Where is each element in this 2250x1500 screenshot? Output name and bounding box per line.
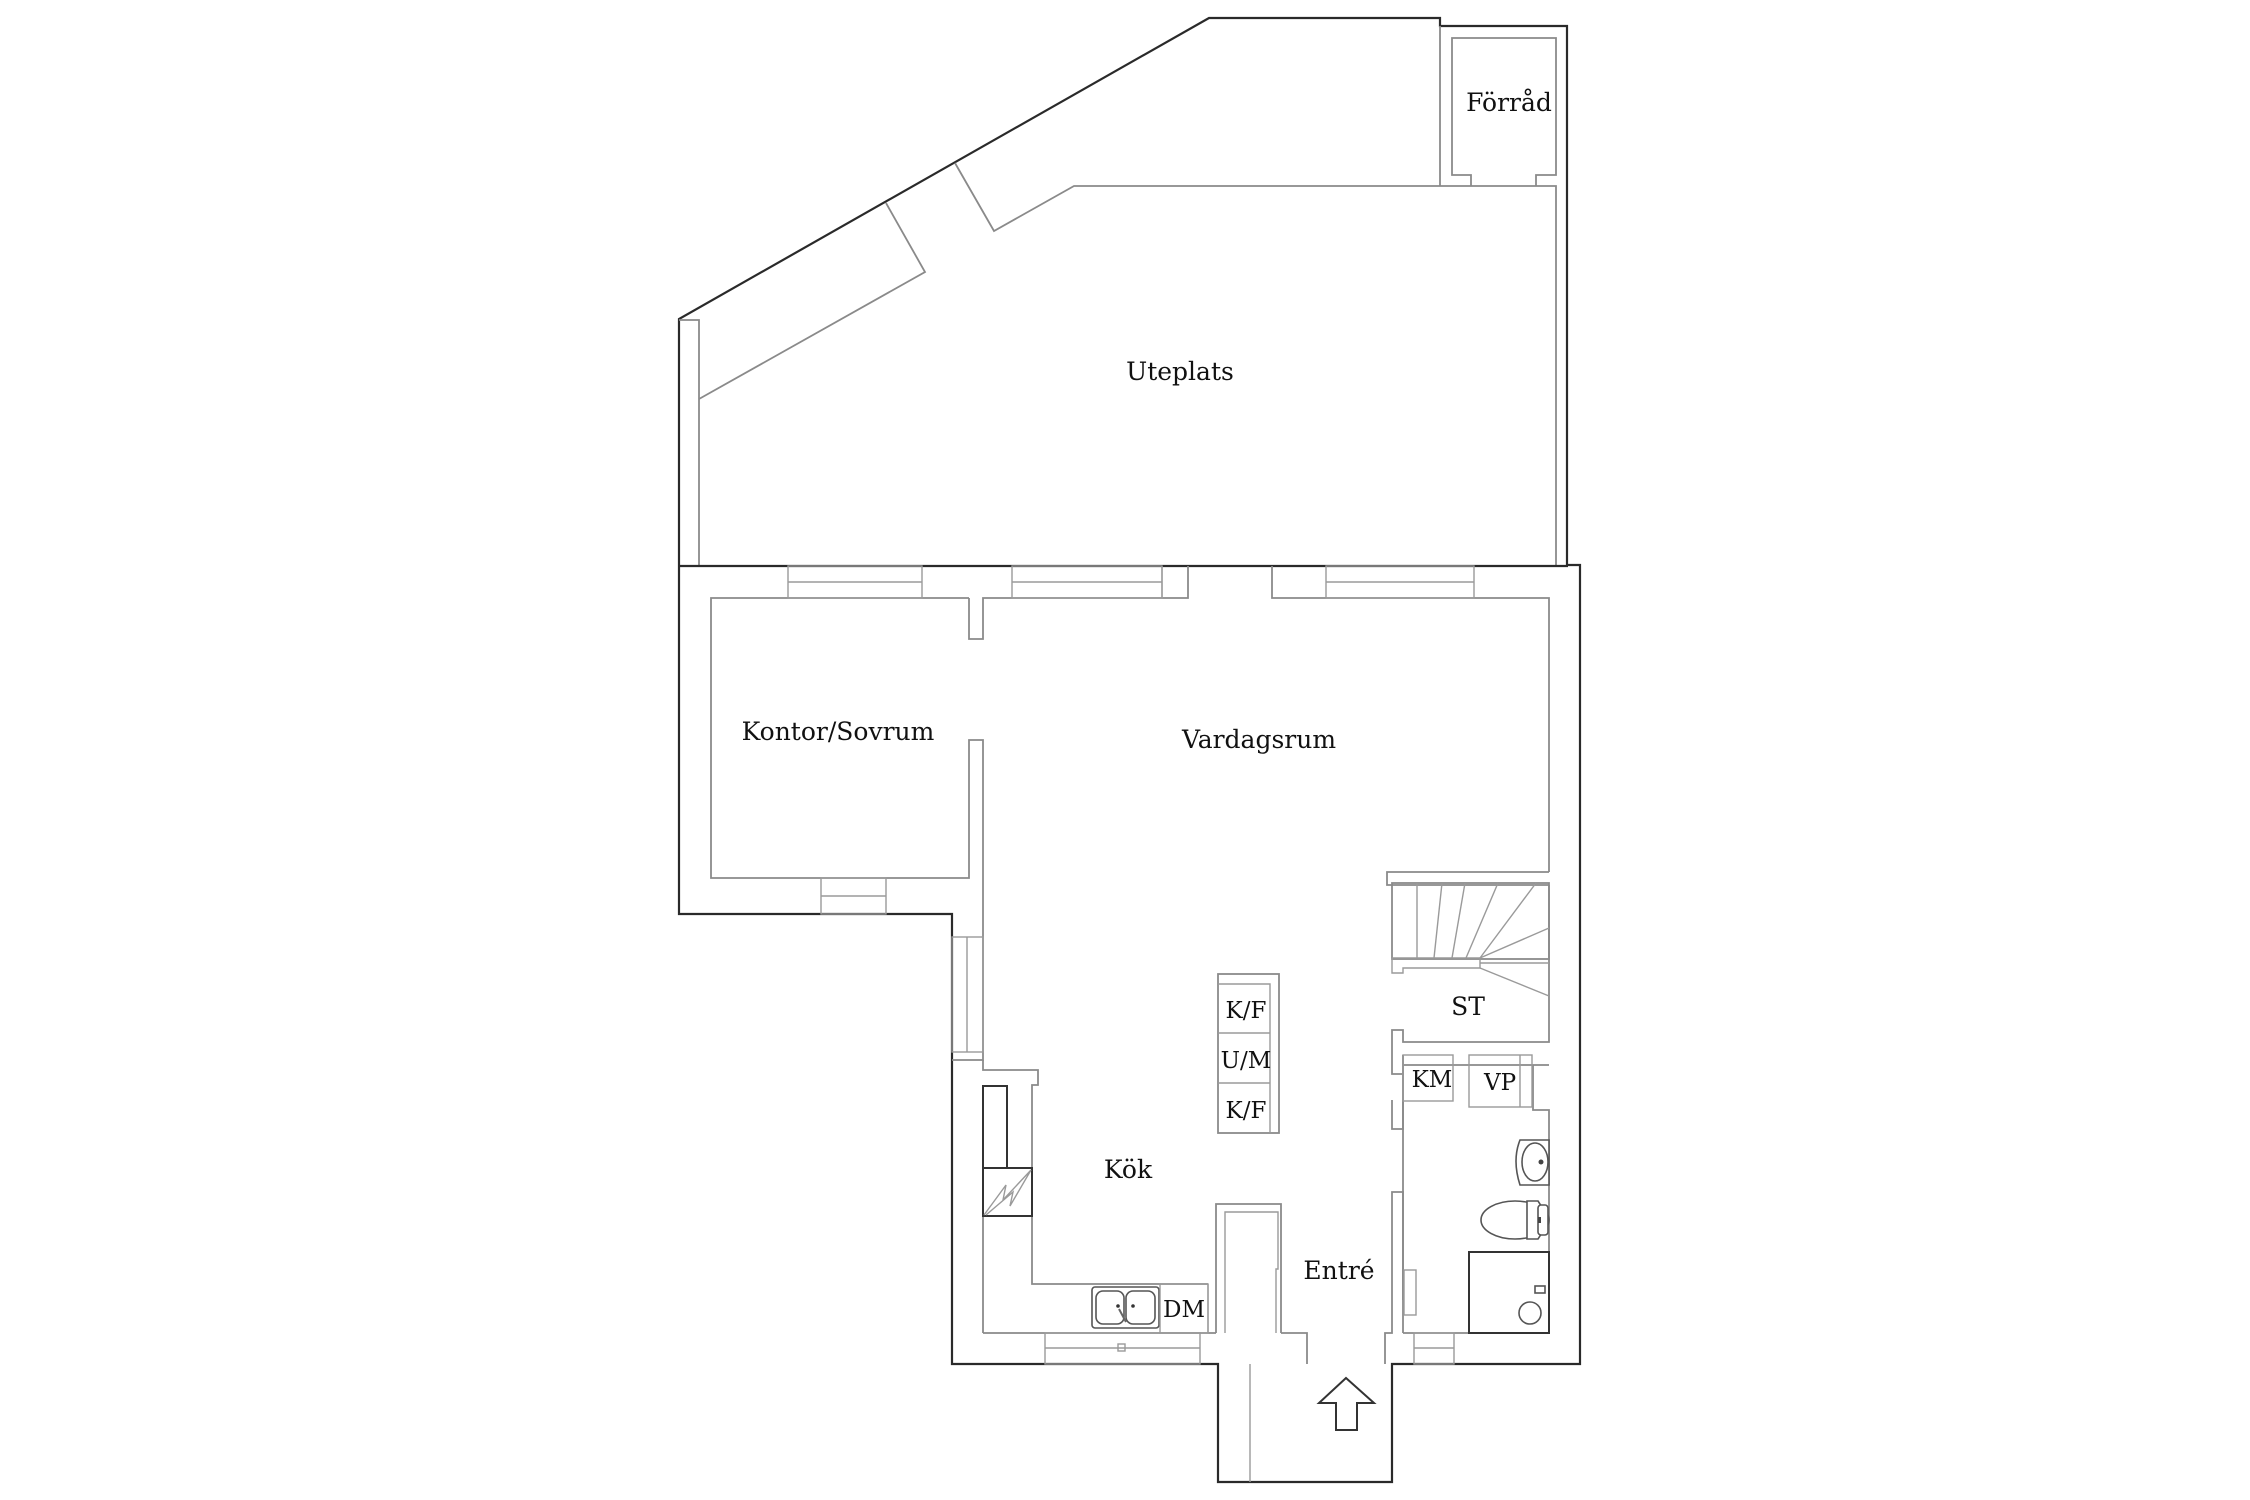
window-top-1 (787, 565, 923, 599)
window-kitchen-side (951, 936, 984, 1053)
house-walls (710, 565, 1550, 1482)
arrow-up-icon (1316, 1376, 1377, 1431)
window-kitchen-bottom (1044, 1332, 1201, 1365)
window-bathroom (1413, 1332, 1455, 1365)
window-kontor (820, 877, 887, 915)
wardrobe (1224, 1211, 1279, 1333)
room-label-entre: Entré (1303, 1256, 1374, 1285)
patio-outline (677, 16, 1582, 1484)
island-label-um: U/M (1221, 1048, 1272, 1074)
room-label-kok: Kök (1104, 1155, 1153, 1184)
room-label-kontor: Kontor/Sovrum (742, 717, 935, 746)
island-label-kf-bottom: K/F (1226, 1098, 1267, 1124)
bathroom-door-frame (1403, 1269, 1417, 1316)
stove-icon (982, 1167, 1033, 1217)
window-top-2 (1011, 565, 1163, 599)
tall-cabinet (982, 1085, 1008, 1169)
island-label-kf-top: K/F (1226, 998, 1267, 1024)
stairs-icon (1391, 882, 1550, 997)
washing-machine-box (1402, 1054, 1454, 1102)
shower-icon (1468, 1251, 1550, 1334)
washbasin-icon (1515, 1139, 1550, 1186)
window-top-3 (1271, 565, 1550, 872)
room-label-st: ST (1451, 992, 1485, 1021)
room-label-forrad: Förråd (1466, 88, 1552, 117)
double-sink-icon (1091, 1286, 1160, 1329)
kitchen-island (1217, 973, 1280, 1134)
label-washing-machine: KM (1412, 1067, 1453, 1093)
label-dishwasher: DM (1163, 1297, 1205, 1323)
room-label-uteplats: Uteplats (1126, 357, 1234, 386)
room-label-vardagsrum: Vardagsrum (1181, 725, 1336, 754)
label-water-heater: VP (1483, 1070, 1516, 1096)
water-heater-box (1468, 1054, 1533, 1108)
toilet-icon (1480, 1200, 1550, 1240)
